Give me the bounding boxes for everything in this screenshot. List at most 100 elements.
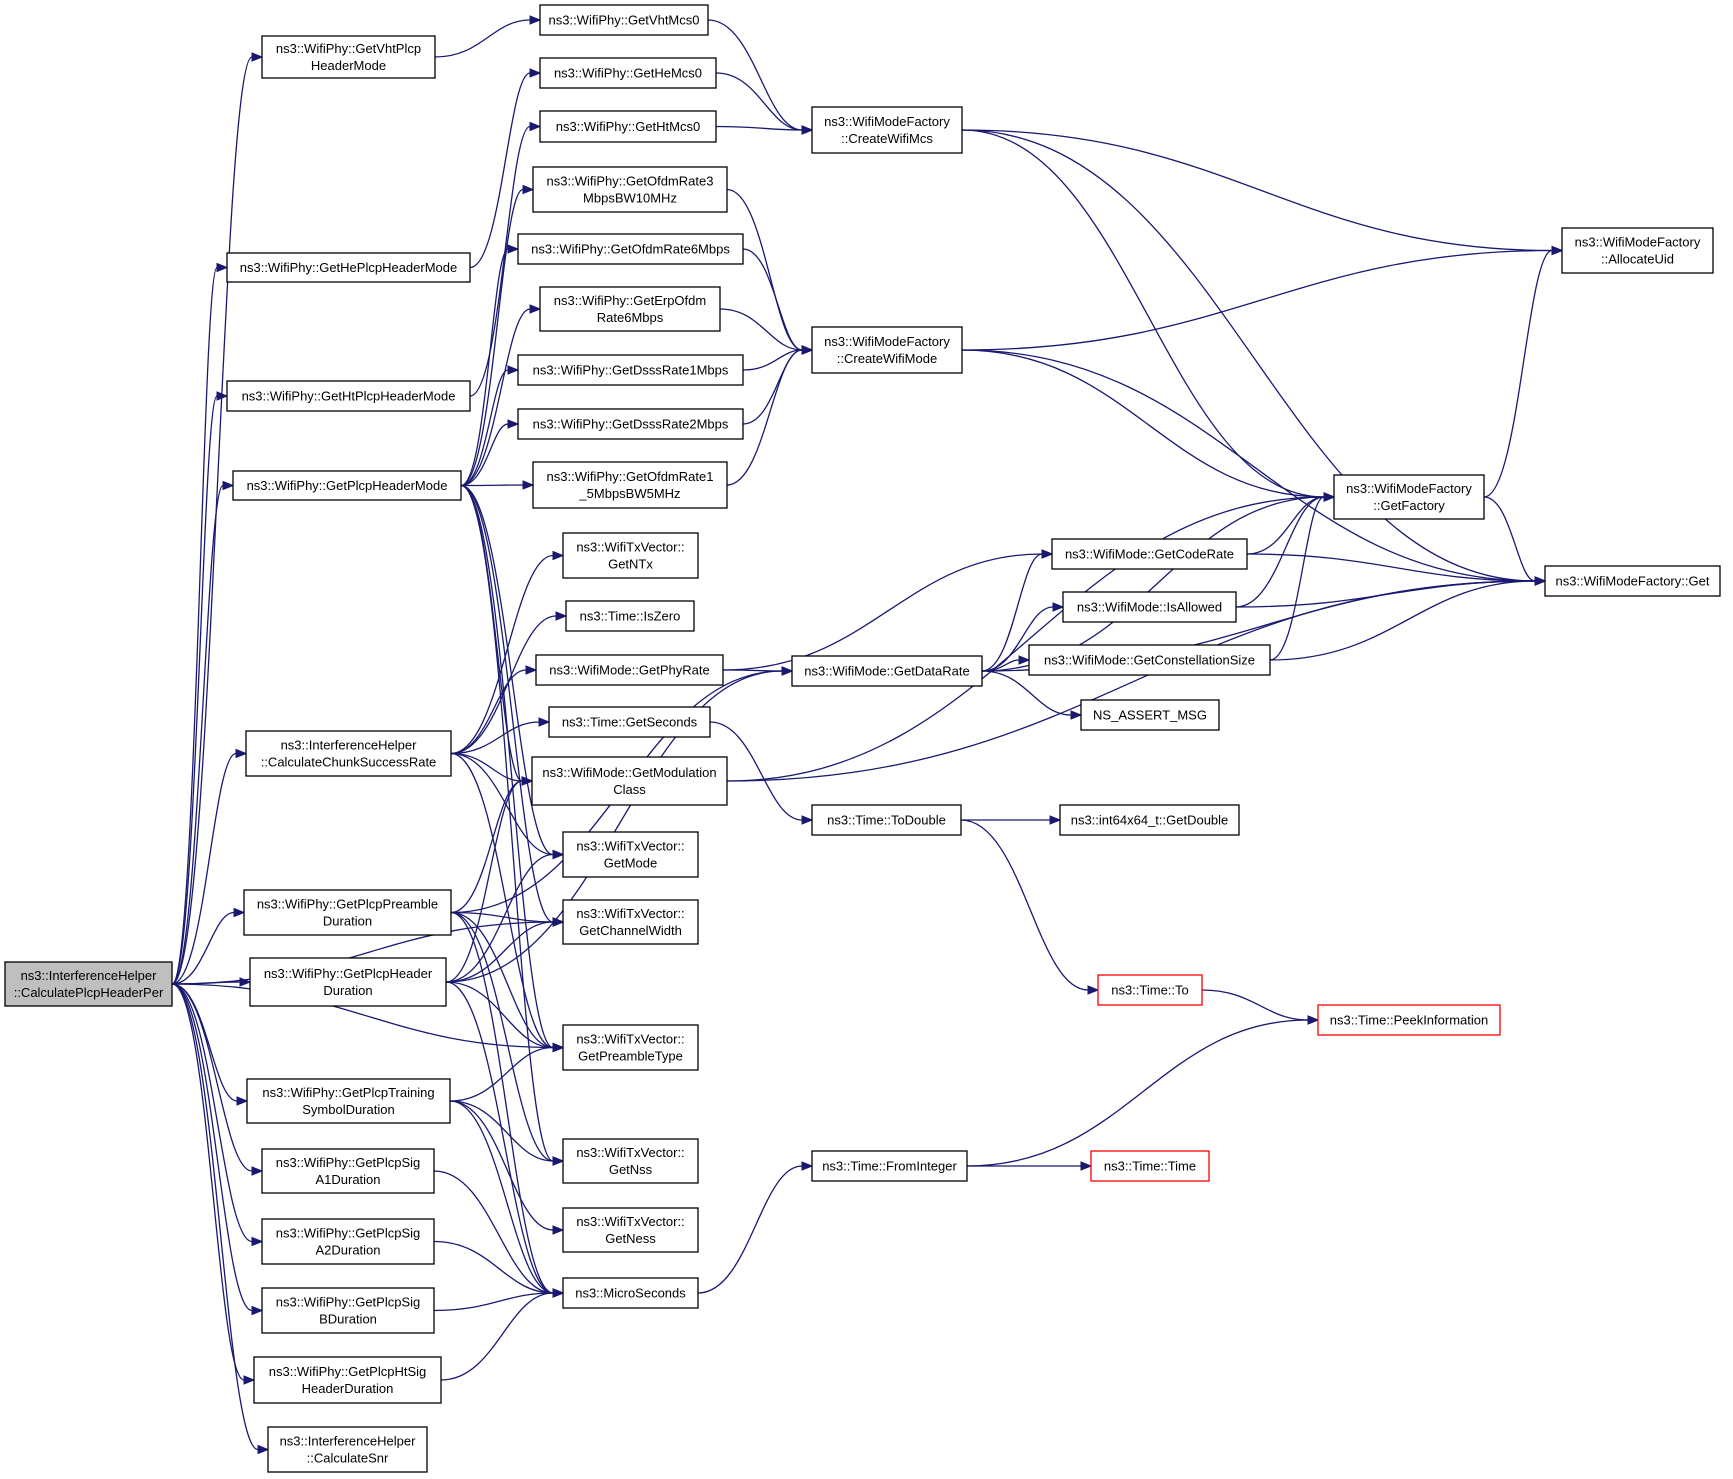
- node-label: GetMode: [604, 856, 657, 871]
- node-dsss2[interactable]: ns3::WifiPhy::GetDsssRate2Mbps: [517, 408, 744, 440]
- node-microSeconds[interactable]: ns3::MicroSeconds: [562, 1277, 699, 1309]
- node-isZero[interactable]: ns3::Time::IsZero: [565, 600, 695, 632]
- edge-createWifiMcs-to-allocateUid: [961, 129, 1564, 256]
- node-label: ns3::WifiModeFactory::Get: [1556, 574, 1710, 589]
- node-label: ns3::WifiTxVector::: [576, 1214, 684, 1229]
- node-box: [811, 1150, 968, 1182]
- node-getPreambleType[interactable]: ns3::WifiTxVector::GetPreambleType: [562, 1024, 699, 1071]
- node-label: ns3::InterferenceHelper: [281, 738, 418, 753]
- node-label: ns3::WifiPhy::GetHtMcs0: [556, 119, 700, 134]
- node-label: HeaderMode: [311, 58, 386, 73]
- edge-vhtPlcpMode-to-vhtMcs0: [434, 15, 542, 58]
- node-createWifiMode[interactable]: ns3::WifiModeFactory::CreateWifiMode: [811, 326, 963, 374]
- node-hePlcpMode[interactable]: ns3::WifiPhy::GetHePlcpHeaderMode: [226, 252, 471, 283]
- node-getChanWidth[interactable]: ns3::WifiTxVector::GetChannelWidth: [562, 899, 699, 945]
- node-fromInteger[interactable]: ns3::Time::FromInteger: [811, 1150, 968, 1182]
- node-label: ns3::WifiPhy::GetOfdmRate1: [547, 469, 714, 484]
- node-label: Duration: [323, 914, 372, 929]
- node-heMcs0[interactable]: ns3::WifiPhy::GetHeMcs0: [539, 57, 717, 89]
- node-chunkSuccess[interactable]: ns3::InterferenceHelper::CalculateChunkS…: [245, 730, 452, 777]
- node-box: [249, 957, 447, 1007]
- edge-htMcs0-to-createWifiMcs: [715, 125, 814, 135]
- node-label: GetNss: [609, 1162, 653, 1177]
- node-vhtMcs0[interactable]: ns3::WifiPhy::GetVhtMcs0: [539, 4, 709, 36]
- node-getMode[interactable]: ns3::WifiTxVector::GetMode: [562, 831, 699, 878]
- node-label: ns3::WifiPhy::GetVhtMcs0: [549, 13, 700, 28]
- node-box: [261, 1218, 435, 1265]
- node-box: [1561, 227, 1714, 274]
- node-label: HeaderDuration: [302, 1381, 394, 1396]
- node-nsAssert[interactable]: NS_ASSERT_MSG: [1080, 699, 1220, 731]
- edge-trainingDur-to-getPreambleType: [449, 1042, 565, 1102]
- edge-ofdm3-to-createWifiMode: [726, 188, 814, 355]
- edge-root-to-htSigDur: [171, 983, 256, 1385]
- node-box: [1333, 474, 1485, 520]
- node-label: ::CalculateChunkSuccessRate: [261, 755, 437, 770]
- edge-getDataRate-to-getCodeRate: [981, 549, 1054, 672]
- node-ofdm15[interactable]: ns3::WifiPhy::GetOfdmRate1_5MbpsBW5MHz: [532, 461, 728, 509]
- node-label: ns3::MicroSeconds: [575, 1286, 686, 1301]
- node-plcpHeaderMode[interactable]: ns3::WifiPhy::GetPlcpHeaderMode: [232, 470, 462, 501]
- edge-fromInteger-to-timeTime: [967, 1161, 1093, 1171]
- node-dsss1[interactable]: ns3::WifiPhy::GetDsssRate1Mbps: [517, 354, 744, 386]
- node-getNss[interactable]: ns3::WifiTxVector::GetNss: [562, 1138, 699, 1184]
- node-htMcs0[interactable]: ns3::WifiPhy::GetHtMcs0: [539, 110, 717, 143]
- node-timeTime[interactable]: ns3::Time::Time: [1090, 1150, 1210, 1182]
- node-createWifiMcs[interactable]: ns3::WifiModeFactory::CreateWifiMcs: [811, 106, 963, 154]
- node-label: ::CreateWifiMcs: [841, 131, 933, 146]
- node-label: ns3::WifiMode::IsAllowed: [1077, 600, 1222, 615]
- node-box: [1051, 538, 1248, 570]
- node-peekInfo[interactable]: ns3::Time::PeekInformation: [1317, 1004, 1501, 1036]
- node-label: ns3::WifiPhy::GetOfdmRate3: [547, 174, 714, 189]
- node-getDouble[interactable]: ns3::int64x64_t::GetDouble: [1059, 804, 1240, 836]
- node-htPlcpMode[interactable]: ns3::WifiPhy::GetHtPlcpHeaderMode: [226, 380, 471, 412]
- edge-preambleDur-to-getPreambleType: [450, 911, 565, 1053]
- node-label: ns3::WifiModeFactory: [824, 114, 950, 129]
- node-allocateUid[interactable]: ns3::WifiModeFactory::AllocateUid: [1561, 227, 1714, 274]
- node-label: ns3::WifiMode::GetPhyRate: [549, 663, 709, 678]
- node-timeTo[interactable]: ns3::Time::To: [1097, 974, 1203, 1006]
- node-toDouble[interactable]: ns3::Time::ToDouble: [811, 804, 962, 836]
- node-getConstSize[interactable]: ns3::WifiMode::GetConstellationSize: [1028, 644, 1271, 676]
- edge-dsss2-to-createWifiMode: [742, 345, 814, 425]
- edge-getModClass-to-getFactory: [726, 492, 1336, 782]
- node-trainingDur[interactable]: ns3::WifiPhy::GetPlcpTrainingSymbolDurat…: [246, 1078, 451, 1124]
- node-isAllowed[interactable]: ns3::WifiMode::IsAllowed: [1062, 591, 1237, 623]
- node-root[interactable]: ns3::InterferenceHelper::CalculatePlcpHe…: [4, 961, 173, 1007]
- node-factoryGet[interactable]: ns3::WifiModeFactory::Get: [1544, 565, 1721, 597]
- node-getNTx[interactable]: ns3::WifiTxVector::GetNTx: [562, 532, 699, 579]
- node-calcSnr[interactable]: ns3::InterferenceHelper::CalculateSnr: [267, 1426, 428, 1473]
- node-label: ::AllocateUid: [1601, 252, 1674, 267]
- node-box: [261, 1287, 435, 1334]
- node-getPhyRate[interactable]: ns3::WifiMode::GetPhyRate: [535, 654, 724, 686]
- edge-createWifiMode-to-factoryGet: [961, 349, 1547, 586]
- node-box: [1090, 1150, 1210, 1182]
- node-box: [517, 354, 744, 386]
- edge-vhtMcs0-to-createWifiMcs: [707, 19, 814, 135]
- node-label: ns3::int64x64_t::GetDouble: [1071, 813, 1229, 828]
- node-box: [562, 1277, 699, 1309]
- node-getCodeRate[interactable]: ns3::WifiMode::GetCodeRate: [1051, 538, 1248, 570]
- node-getSeconds[interactable]: ns3::Time::GetSeconds: [548, 706, 711, 738]
- node-box: [539, 57, 717, 89]
- node-getFactory[interactable]: ns3::WifiModeFactory::GetFactory: [1333, 474, 1485, 520]
- node-box: [232, 470, 462, 501]
- edge-hePlcpMode-to-heMcs0: [469, 68, 542, 269]
- node-box: [562, 831, 699, 878]
- node-ofdm6[interactable]: ns3::WifiPhy::GetOfdmRate6Mbps: [517, 233, 744, 265]
- node-box: [562, 899, 699, 945]
- node-label: ns3::Time::Time: [1104, 1159, 1196, 1174]
- node-box: [539, 110, 717, 143]
- node-getDataRate[interactable]: ns3::WifiMode::GetDataRate: [791, 655, 983, 687]
- node-getNess[interactable]: ns3::WifiTxVector::GetNess: [562, 1207, 699, 1253]
